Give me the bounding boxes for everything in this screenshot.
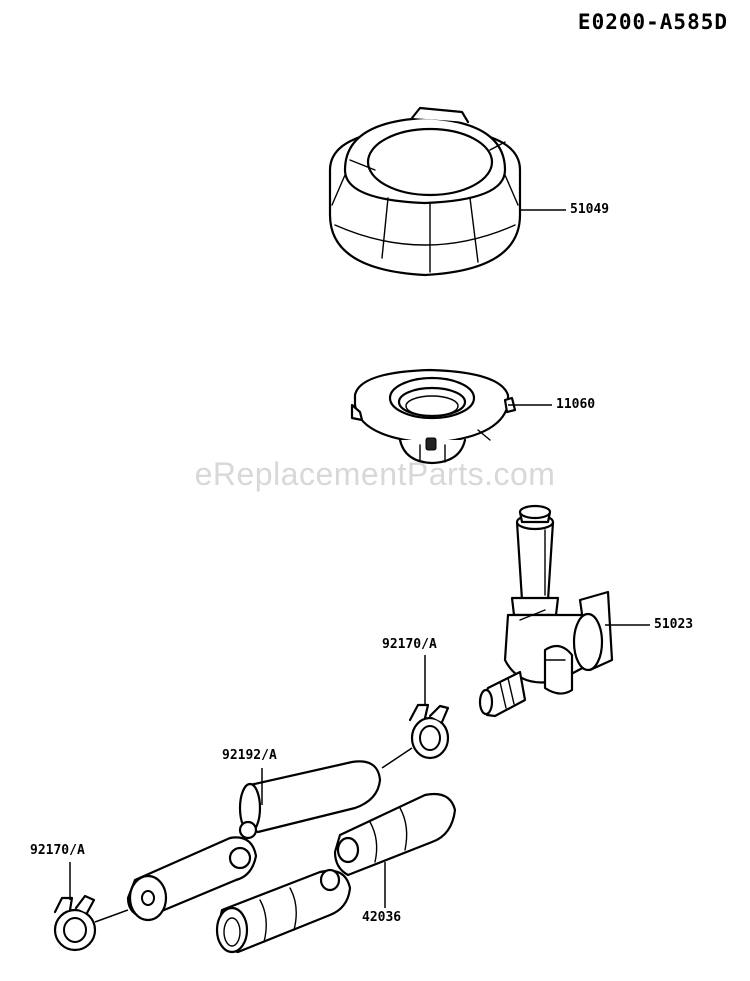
- part-label-92192[interactable]: 92192/A: [222, 748, 277, 763]
- clamp-upper-drawing[interactable]: [408, 703, 450, 760]
- hose-drawing[interactable]: [126, 760, 382, 922]
- watermark: eReplacementParts.com: [194, 456, 556, 492]
- part-label-42036[interactable]: 42036: [362, 910, 402, 925]
- clamp-lower-drawing[interactable]: [53, 894, 97, 952]
- part-label-92170-lower[interactable]: 92170/A: [30, 843, 85, 858]
- filter-drawing[interactable]: [350, 368, 517, 465]
- fuel-cock-drawing[interactable]: [478, 504, 614, 718]
- part-label-51023[interactable]: 51023: [654, 617, 694, 632]
- part-label-51049[interactable]: 51049: [570, 202, 610, 217]
- part-label-92170-upper[interactable]: 92170/A: [382, 637, 437, 652]
- fuel-cap-drawing[interactable]: [328, 106, 522, 277]
- diagram-code: E0200-A585D: [577, 10, 728, 34]
- tube-cover-drawing[interactable]: [215, 792, 457, 954]
- part-label-11060[interactable]: 11060: [556, 397, 596, 412]
